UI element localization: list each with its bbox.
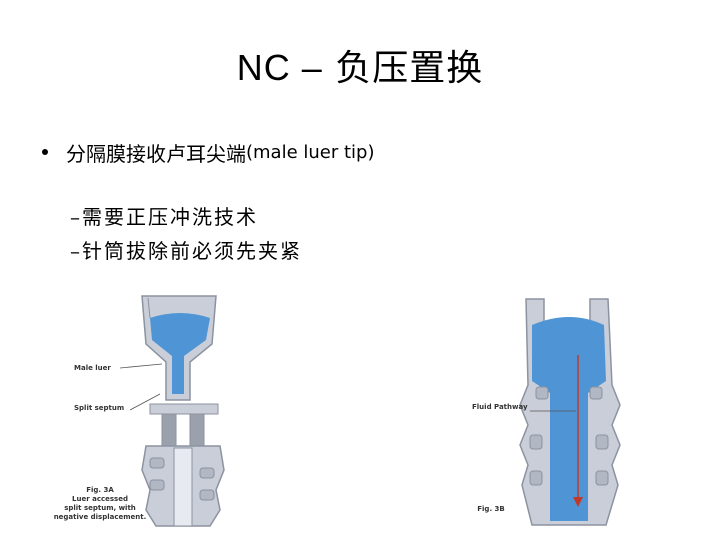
thread-rib bbox=[199, 467, 215, 479]
split-septum-leader bbox=[129, 393, 161, 411]
inner-rib bbox=[595, 434, 609, 450]
thread-rib bbox=[199, 489, 215, 501]
male-luer-edge bbox=[147, 297, 151, 319]
inner-rib bbox=[589, 386, 603, 400]
caption-line: negative displacement. bbox=[53, 513, 147, 521]
inner-rib bbox=[595, 470, 609, 486]
split-septum-cap bbox=[149, 403, 219, 415]
sub-item: –针筒拔除前必须先夹紧 bbox=[70, 239, 302, 263]
caption-3a: Fig. 3A Luer accessed split septum, with… bbox=[50, 486, 150, 522]
inner-rib bbox=[529, 434, 543, 450]
connector-channel bbox=[173, 447, 193, 527]
inner-rib bbox=[529, 470, 543, 486]
title-main: 负压置换 bbox=[335, 48, 484, 89]
bullet-dot-icon bbox=[42, 149, 48, 155]
figure-3b-drawing bbox=[519, 298, 621, 526]
title-prefix: NC – bbox=[236, 47, 323, 88]
label-fluid-pathway: Fluid Pathway bbox=[472, 403, 528, 411]
inner-rib bbox=[535, 386, 549, 400]
split-septum-stem-left bbox=[161, 413, 177, 449]
figure-3a: Male luer Split septum Fig. 3A Luer acce… bbox=[50, 290, 290, 530]
bullet-text: 分隔膜接收卢耳尖端 bbox=[66, 141, 246, 166]
label-split-septum: Split septum bbox=[74, 404, 125, 412]
male-luer-leader bbox=[119, 363, 163, 369]
label-male-luer: Male luer bbox=[74, 364, 111, 372]
figure-3b: Fluid Pathway Fig. 3B bbox=[470, 295, 660, 530]
thread-rib bbox=[149, 479, 165, 491]
caption-line: Fig. 3A bbox=[86, 486, 114, 494]
bullet-tip-text: (male luer tip) bbox=[246, 141, 375, 163]
caption-3b: Fig. 3B bbox=[477, 505, 505, 513]
figure-3a-drawing bbox=[119, 295, 225, 527]
split-septum-stem-right bbox=[189, 413, 205, 449]
caption-line: Luer accessed bbox=[72, 495, 128, 503]
thread-rib bbox=[149, 457, 165, 469]
fluid-arrow-head bbox=[573, 497, 583, 507]
sub-item: –需要正压冲洗技术 bbox=[70, 205, 258, 229]
bullet-item: 分隔膜接收卢耳尖端 (male luer tip) bbox=[40, 137, 375, 167]
sub-list: –需要正压冲洗技术 –针筒拔除前必须先夹紧 bbox=[70, 200, 302, 268]
slide-title: NC – 负压置换 bbox=[0, 46, 720, 91]
fluid-reservoir bbox=[532, 317, 606, 521]
male-luer-fluid bbox=[150, 313, 210, 394]
caption-line: split septum, with bbox=[64, 504, 136, 512]
